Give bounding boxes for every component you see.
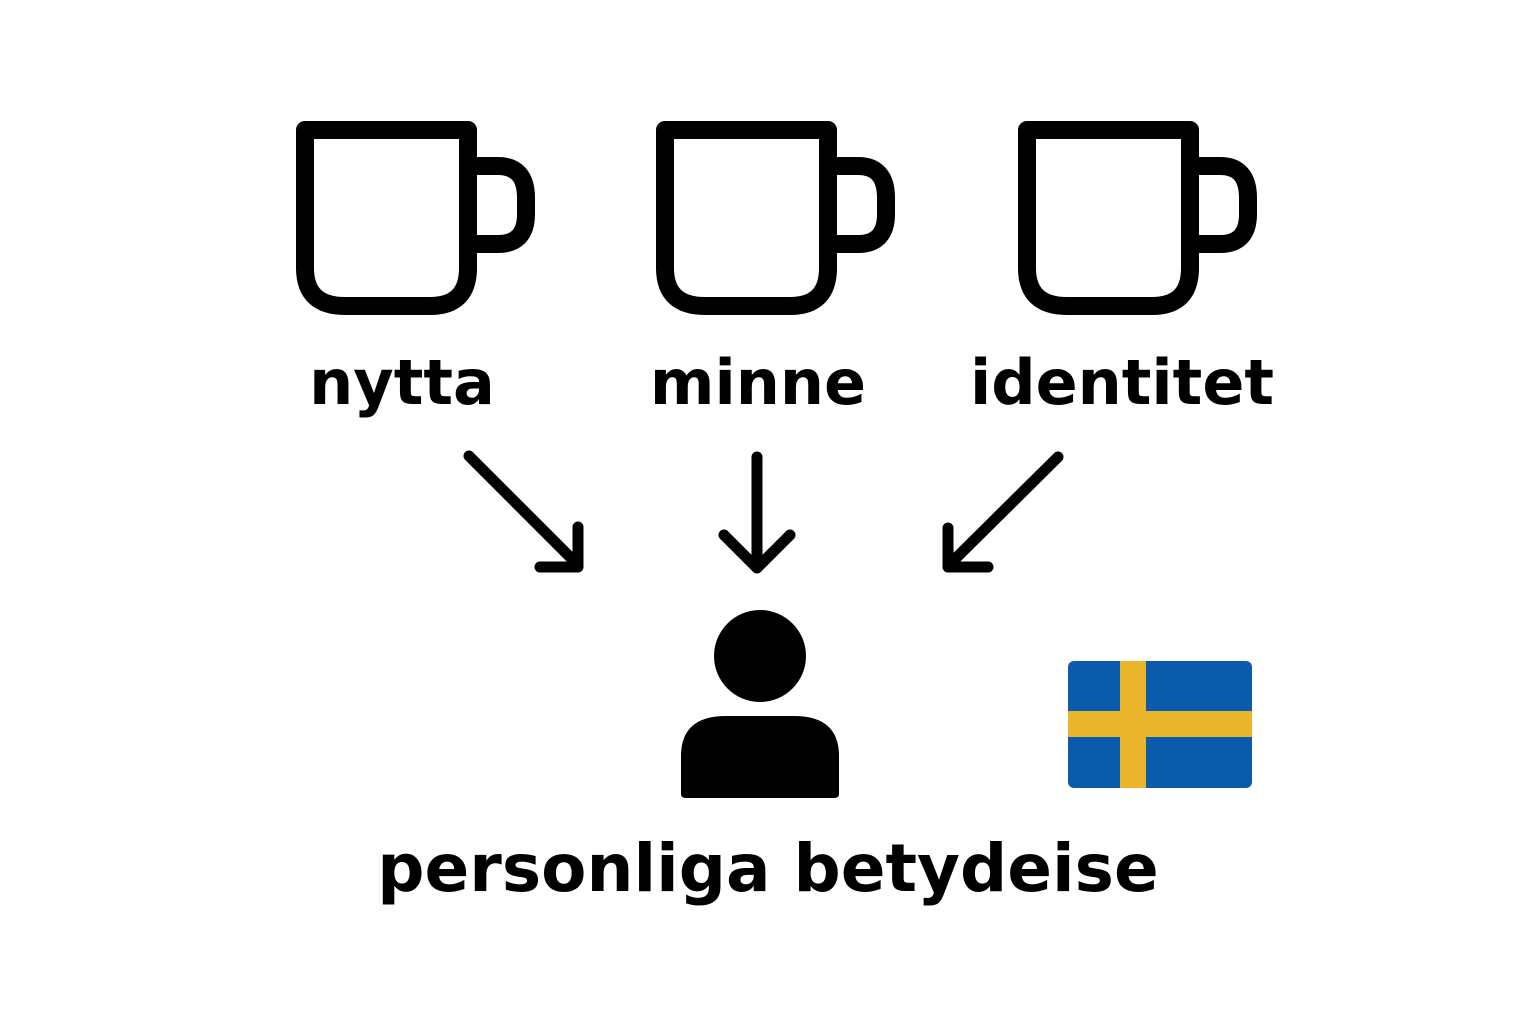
mug-icon bbox=[290, 118, 540, 318]
mug-icon bbox=[1012, 118, 1262, 318]
concept-label-identitet: identitet bbox=[969, 346, 1275, 419]
arrow-center bbox=[718, 451, 796, 574]
arrow-left bbox=[463, 450, 584, 573]
person-icon bbox=[676, 606, 844, 802]
concept-label-minne: minne bbox=[649, 346, 867, 419]
swedish-flag-icon bbox=[1068, 661, 1252, 788]
caption: personliga betydeise bbox=[377, 830, 1159, 907]
arrow-right bbox=[942, 451, 1064, 573]
concept-label-nytta: nytta bbox=[309, 346, 495, 419]
mug-icon bbox=[650, 118, 900, 318]
